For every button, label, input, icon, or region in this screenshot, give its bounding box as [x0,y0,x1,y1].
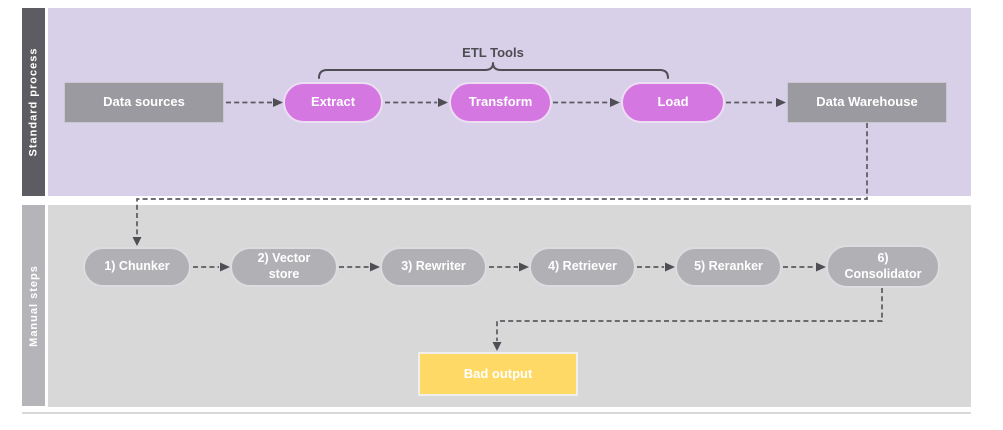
node-label: 2) Vector store [257,251,311,281]
node-label: 6) Consolidator [844,250,922,281]
node-label: Extract [310,94,356,110]
lane-bar-standard-process: Standard process [22,8,45,196]
node-transform: Transform [449,82,552,123]
lane-bar-manual-steps: Manual steps [22,205,45,406]
node-label: Bad output [463,365,533,381]
node-reranker: 5) Reranker [675,247,782,287]
node-label: Data Warehouse [816,94,918,110]
etl-tools-label: ETL Tools [462,45,524,60]
node-consolidator: 6) Consolidator [826,245,940,288]
node-label: 4) Retriever [548,259,617,274]
node-chunker: 1) Chunker [83,247,191,287]
canvas-bottom-border [22,412,971,414]
node-rewriter: 3) Rewriter [380,247,487,287]
node-label: 3) Rewriter [401,259,466,274]
node-label: Load [657,94,689,110]
node-bad-output: Bad output [418,352,578,396]
node-label: 1) Chunker [104,259,170,274]
node-label: Data sources [103,94,185,110]
node-label: 5) Reranker [694,259,763,274]
node-retriever: 4) Retriever [529,247,636,287]
node-data-warehouse: Data Warehouse [787,82,947,123]
node-load: Load [621,82,725,123]
lane-label-manual-steps: Manual steps [27,264,40,347]
node-data-sources: Data sources [64,82,224,123]
node-label: Transform [468,94,533,110]
node-vector-store: 2) Vector store [230,247,338,287]
lane-label-standard-process: Standard process [27,47,40,157]
node-extract: Extract [283,82,383,123]
